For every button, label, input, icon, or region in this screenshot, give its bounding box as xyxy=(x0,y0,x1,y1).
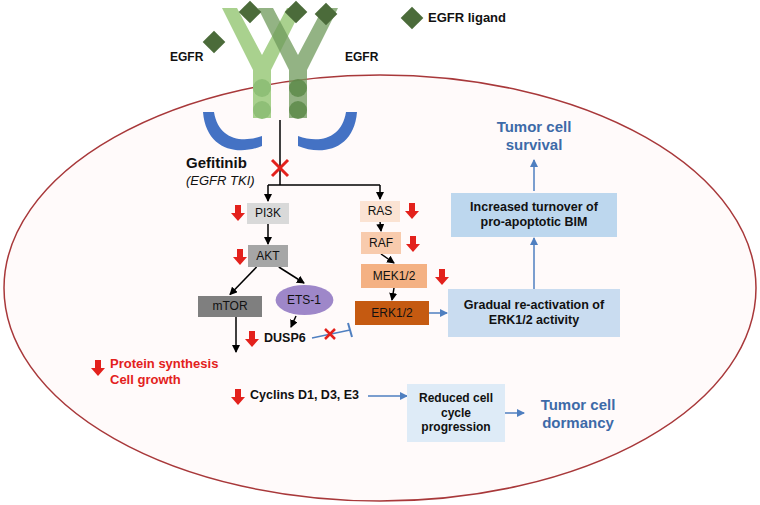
decrease-arrow xyxy=(231,205,245,221)
cross-stroke xyxy=(325,329,335,339)
pathway-box: RAF xyxy=(361,232,401,254)
legend-text: EGFR ligand xyxy=(428,10,506,26)
node-text: AKT xyxy=(256,249,279,263)
signal-arrow xyxy=(380,222,381,232)
drug-label: Gefitinib xyxy=(186,154,247,172)
transcription-factor-ellipse: ETS-1 xyxy=(275,284,334,316)
branch-line xyxy=(268,184,380,186)
decrease-arrow xyxy=(435,269,449,285)
gefitinib-crescent xyxy=(203,112,262,150)
decrease-arrow xyxy=(91,360,105,376)
node-text: MEK1/2 xyxy=(373,269,416,283)
ligand-diamond xyxy=(239,1,262,24)
signal-arrow xyxy=(267,224,269,245)
node-text: RAF xyxy=(369,236,393,250)
decrease-arrow xyxy=(405,203,419,219)
outcome-box: Increased turnover of pro-apoptotic BIM xyxy=(451,193,617,237)
gefitinib-crescent xyxy=(298,112,357,150)
effect-label: Protein synthesis Cell growth xyxy=(110,356,234,387)
receptor-label: EGFR xyxy=(170,50,203,64)
cross-stroke xyxy=(325,329,335,339)
decrease-arrow xyxy=(231,389,245,405)
red-marks xyxy=(91,160,449,405)
inhibition-line xyxy=(312,330,350,338)
pathway-box: RAS xyxy=(360,201,400,222)
node-text: RAS xyxy=(368,204,393,218)
ellipse-shape xyxy=(275,285,333,315)
signal-arrow xyxy=(392,288,394,300)
outcome-box: Reduced cell cycle progression xyxy=(407,384,505,442)
receptor-label: EGFR xyxy=(345,50,378,64)
egfr-ligands xyxy=(203,1,424,54)
decrease-arrow xyxy=(406,236,420,252)
arrow-line xyxy=(368,395,407,397)
signal-arrow xyxy=(533,238,535,289)
signal-arrow xyxy=(381,254,394,263)
node-text: Increased turnover of pro-apoptotic BIM xyxy=(458,200,610,230)
node-text: ERK1/2 xyxy=(371,306,412,320)
node-text: Gradual re-activation of ERK1/2 activity xyxy=(458,298,610,328)
arrow-line xyxy=(291,316,296,327)
arrow-line xyxy=(533,160,535,191)
node-text: PI3K xyxy=(255,206,281,220)
cross-stroke xyxy=(272,160,288,176)
branch-arrow xyxy=(379,185,381,199)
receptor-domain xyxy=(289,101,307,119)
inhibition-bar xyxy=(348,323,352,337)
cell-outline xyxy=(4,75,756,501)
receptor-domain xyxy=(253,79,271,97)
egfr-receptors xyxy=(222,8,338,119)
branch-line xyxy=(279,120,281,185)
arrow-line xyxy=(505,412,524,414)
branch-arrow xyxy=(267,185,269,201)
pathway-box: MEK1/2 xyxy=(361,264,427,288)
outcome-box: Gradual re-activation of ERK1/2 activity xyxy=(448,289,620,337)
decrease-arrow xyxy=(245,331,259,347)
receptor-domain xyxy=(289,79,307,97)
signal-arrow xyxy=(279,267,304,283)
gene-label: DUSP6 xyxy=(264,331,306,346)
gene-label: Cyclins D1, D3, E3 xyxy=(250,388,359,403)
receptor-domain xyxy=(253,101,271,119)
cross-stroke xyxy=(272,160,288,176)
pathway-box: ERK1/2 xyxy=(355,301,429,325)
drug-class-label: (EGFR TKI) xyxy=(186,173,255,189)
decrease-arrow xyxy=(233,249,247,265)
outcome-label: Tumor cell survival xyxy=(484,118,584,154)
ligand-diamond xyxy=(285,1,308,24)
signal-arrow xyxy=(429,312,447,314)
outcome-label: Tumor cell dormancy xyxy=(528,396,628,432)
arrow-line xyxy=(235,317,237,352)
node-text: Reduced cell cycle progression xyxy=(414,391,498,434)
ligand-diamond xyxy=(203,31,226,54)
block-cross xyxy=(272,160,288,176)
signal-arrow xyxy=(230,267,257,295)
ligand-diamond xyxy=(315,3,338,26)
legend-swatch-diamond xyxy=(401,7,424,30)
block-cross xyxy=(325,329,335,339)
node-text: mTOR xyxy=(212,299,247,313)
pathway-box: mTOR xyxy=(198,296,262,317)
pathway-box: AKT xyxy=(248,245,288,267)
pathway-box: PI3K xyxy=(247,203,289,224)
node-text: ETS-1 xyxy=(287,293,321,307)
